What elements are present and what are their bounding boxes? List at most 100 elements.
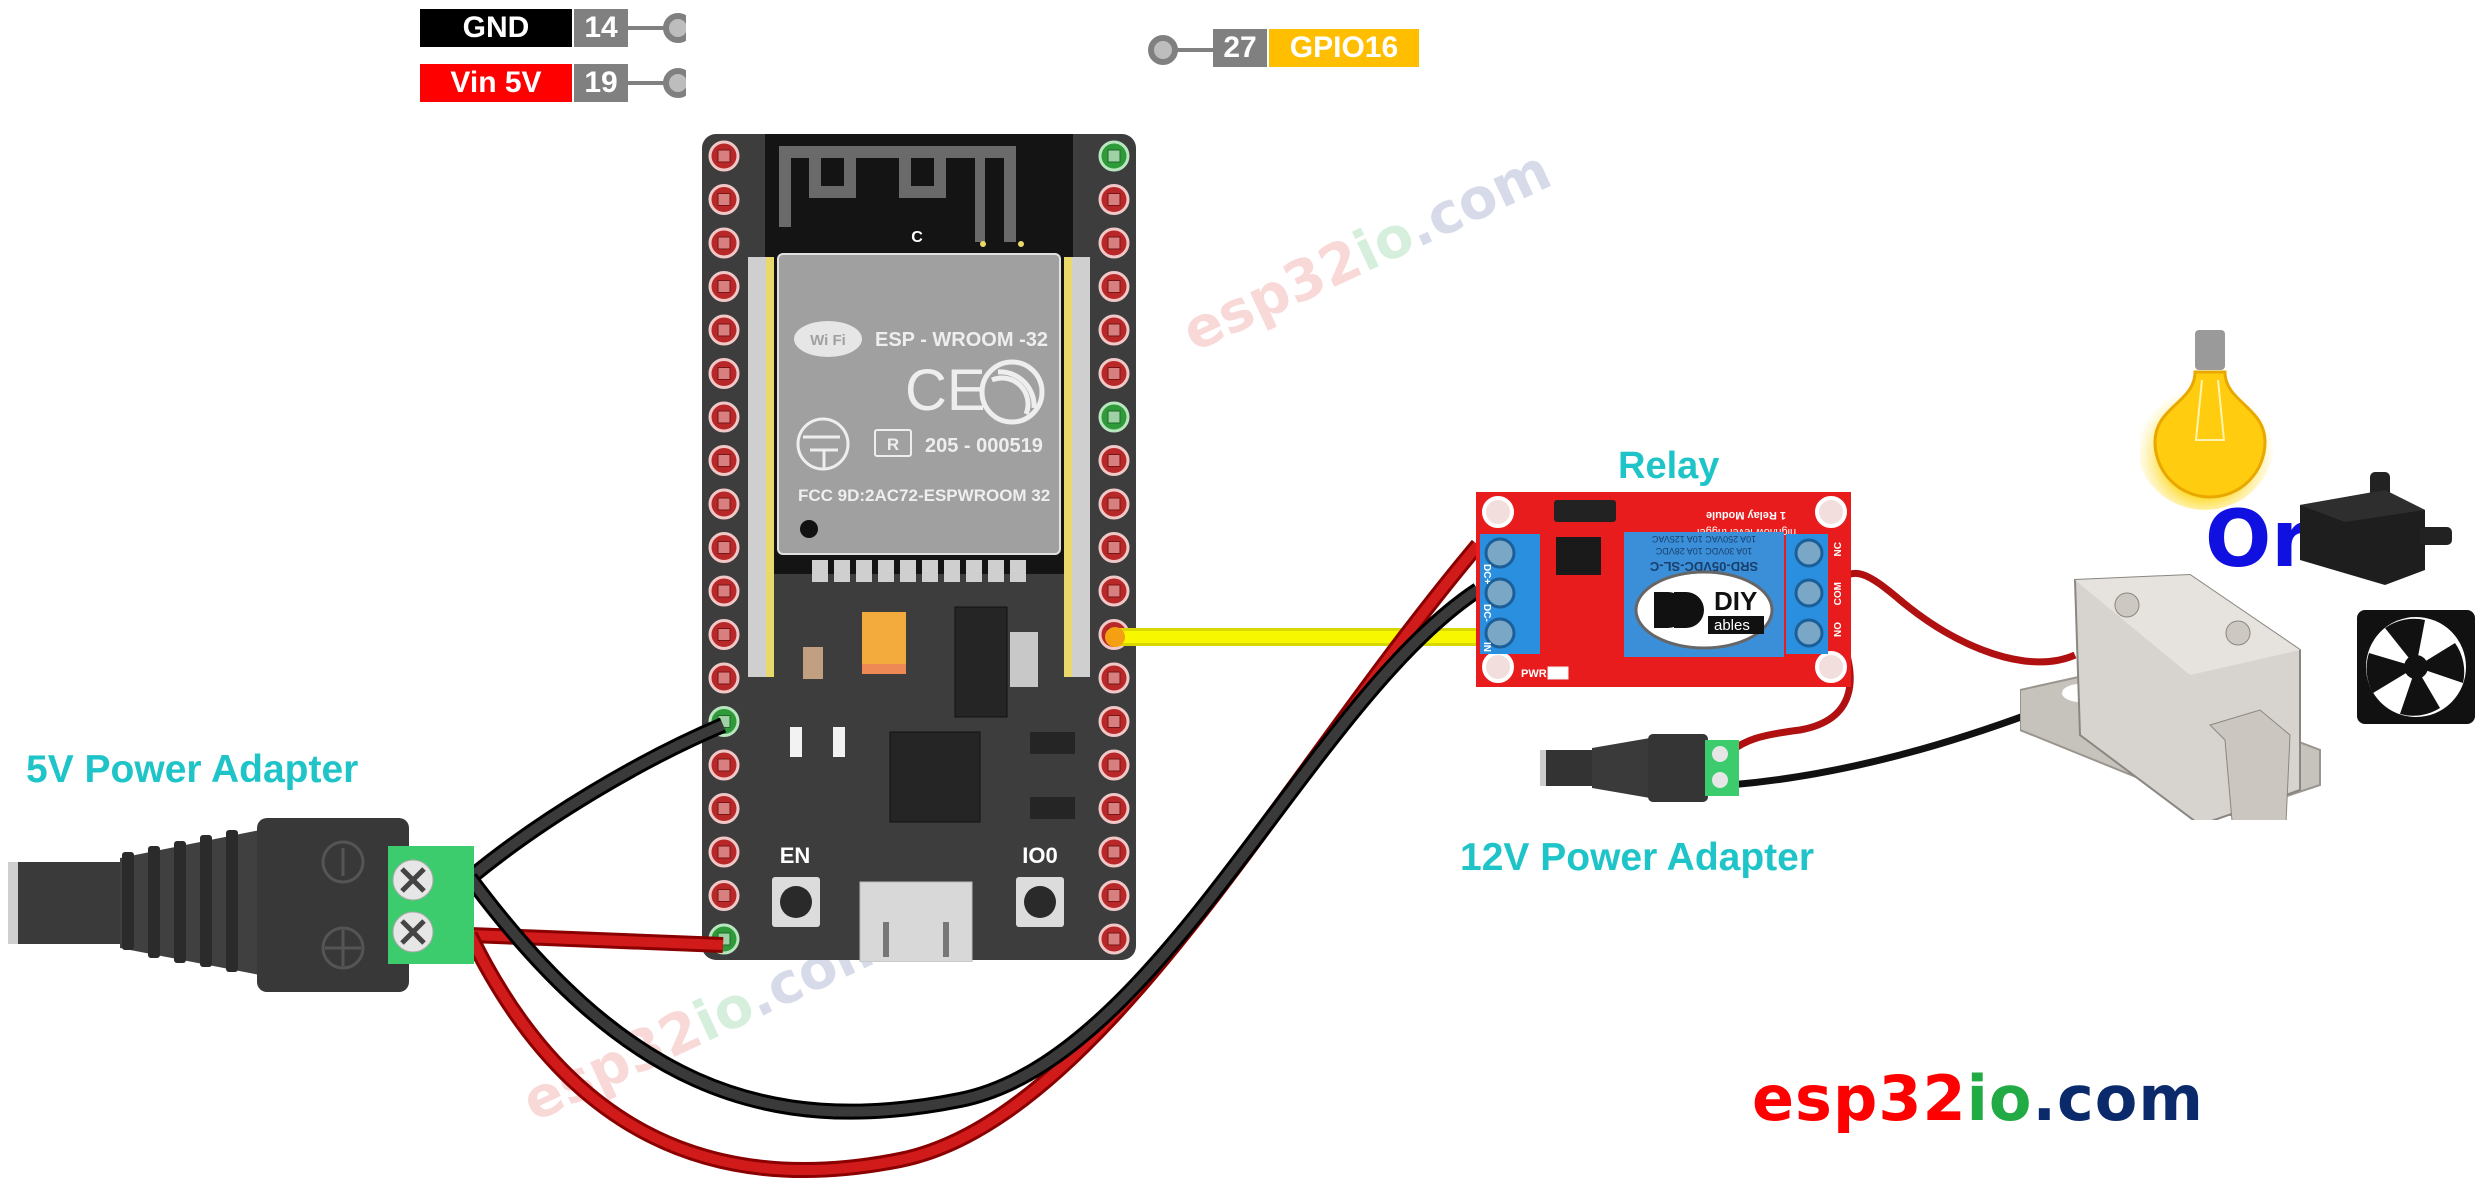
brand-part-esp32: esp32 bbox=[1752, 1062, 1967, 1135]
wifi-logo-text: Wi Fi bbox=[810, 332, 846, 349]
light-bulb-icon bbox=[2140, 330, 2275, 510]
header-pin-pad bbox=[717, 149, 731, 163]
header-pin-pad bbox=[1107, 410, 1121, 424]
header-pin-pad bbox=[717, 845, 731, 859]
gpio-pin-number: 27 bbox=[1213, 29, 1267, 67]
module-pads-bottom bbox=[812, 560, 1026, 582]
header-pin-pad bbox=[717, 236, 731, 250]
relay-pin-dc-minus: DC- bbox=[1481, 604, 1492, 622]
plus-symbol-icon bbox=[321, 926, 365, 970]
relay-pin-in: IN bbox=[1481, 642, 1492, 652]
antenna-marker: C bbox=[911, 229, 923, 246]
brand-part-io: io bbox=[1966, 1062, 2033, 1135]
or-label: Or bbox=[2205, 495, 2310, 585]
gpio-label: GPIO16 bbox=[1269, 29, 1419, 67]
voltage-regulator bbox=[954, 606, 1008, 718]
vin-label: Vin 5V bbox=[420, 64, 572, 102]
gnd-pin-number: 14 bbox=[574, 9, 628, 47]
header-pin-pad bbox=[1107, 497, 1121, 511]
wifi-logo bbox=[794, 321, 862, 357]
cooling-fan-icon bbox=[2357, 610, 2475, 724]
en-label: EN bbox=[780, 843, 811, 868]
header-pin-pad bbox=[1107, 454, 1121, 467]
header-pin-pad bbox=[717, 323, 731, 337]
wire-relay-com-red bbox=[1831, 569, 2077, 666]
relay-model-text: SRD-05VDC-SL-C bbox=[1649, 559, 1758, 574]
header-pin-pad bbox=[717, 280, 731, 293]
brand-logo: esp32io.com bbox=[1752, 1062, 2204, 1135]
transistor bbox=[1030, 732, 1075, 754]
io0-button[interactable] bbox=[1016, 877, 1064, 927]
en-button[interactable] bbox=[772, 877, 820, 927]
water-pump-icon bbox=[2300, 472, 2452, 585]
header-pin-pad bbox=[717, 410, 731, 424]
header-pin-pad bbox=[717, 541, 731, 554]
r-mark: R bbox=[887, 435, 899, 454]
header-pin-pad bbox=[1107, 758, 1121, 772]
header-pin-pad bbox=[717, 193, 731, 206]
adapter-5v-title: 5V Power Adapter bbox=[26, 748, 359, 791]
header-pin-pad bbox=[1107, 671, 1121, 685]
header-pin-pad bbox=[717, 758, 731, 772]
header-pin-pad bbox=[717, 802, 731, 815]
header-pin-pad bbox=[717, 367, 731, 380]
left-header-pins bbox=[708, 140, 740, 955]
brand-part-com: .com bbox=[2032, 1062, 2204, 1135]
relay-pin-dc-plus: DC+ bbox=[1481, 564, 1492, 584]
header-pin-pad bbox=[717, 584, 731, 598]
header-pin-pad bbox=[1107, 584, 1121, 598]
capacitor-tantalum bbox=[862, 612, 906, 670]
pwr-led bbox=[1547, 666, 1569, 680]
adapter-12v bbox=[1540, 734, 1739, 802]
header-pin-pad bbox=[1107, 889, 1121, 902]
header-pin-pad bbox=[1107, 149, 1121, 163]
telec-mark-icon bbox=[796, 417, 850, 471]
esp32-board: C Wi Fi ESP - WROOM -32 CE R 205 - 00051… bbox=[702, 134, 1136, 962]
module-pads-right bbox=[1064, 257, 1090, 677]
gpio-pin-stub bbox=[1148, 35, 1215, 65]
io0-label: IO0 bbox=[1022, 843, 1057, 868]
wire-gnd-esp-black bbox=[464, 717, 727, 885]
fcc-text: FCC 9D:2AC72-ESPWROOM 32 bbox=[798, 486, 1050, 505]
module-pads-left bbox=[748, 257, 774, 677]
antenna-trace bbox=[779, 146, 1016, 242]
usb-uart-chip bbox=[889, 731, 981, 823]
header-pin-pad bbox=[1107, 280, 1121, 293]
pin1-dot bbox=[800, 520, 818, 538]
adapter-12v-title: 12V Power Adapter bbox=[1460, 836, 1815, 879]
header-pin-pad bbox=[717, 628, 731, 641]
header-pin-pad bbox=[1107, 193, 1121, 206]
terminal-screw-icon bbox=[1712, 746, 1728, 762]
header-pin-pad bbox=[1107, 323, 1121, 337]
header-pin-pad bbox=[717, 497, 731, 511]
gnd-pin-dot bbox=[663, 13, 686, 43]
minus-symbol-icon bbox=[321, 840, 365, 884]
module-name: ESP - WROOM -32 bbox=[875, 329, 1048, 351]
espressif-logo-icon bbox=[979, 359, 1045, 425]
ce-mark: CE bbox=[905, 358, 986, 423]
cert-number: 205 - 000519 bbox=[925, 435, 1043, 457]
transistor bbox=[1030, 797, 1075, 819]
svg-text:10A 30VDC 10A 28VDC: 10A 30VDC 10A 28VDC bbox=[1655, 546, 1752, 556]
terminal-screw-icon bbox=[1712, 772, 1728, 788]
header-pin-pad bbox=[717, 454, 731, 467]
header-pin-pad bbox=[717, 671, 731, 685]
header-pin-pad bbox=[1107, 541, 1121, 554]
terminal-screw-icon bbox=[392, 911, 434, 953]
gpio16-solder-point bbox=[1105, 627, 1125, 647]
header-pin-pad bbox=[1107, 845, 1121, 859]
header-pin-pad bbox=[1107, 802, 1121, 815]
pin-connector-stubs bbox=[626, 13, 686, 98]
adapter-body bbox=[257, 818, 409, 992]
gnd-label: GND bbox=[420, 9, 572, 47]
solenoid-lock-icon bbox=[2020, 573, 2321, 820]
relay-pwr-label: PWR bbox=[1521, 668, 1547, 680]
relay-pin-nc: NC bbox=[1833, 542, 1844, 556]
adapter-5v bbox=[8, 818, 474, 992]
micro-usb-port[interactable] bbox=[859, 881, 973, 962]
relay-header-line2: 1 Relay Module bbox=[1706, 509, 1786, 521]
diyables-brand-top: DIY bbox=[1714, 586, 1757, 616]
optocoupler bbox=[1556, 537, 1601, 575]
header-pin-pad bbox=[1107, 932, 1121, 946]
